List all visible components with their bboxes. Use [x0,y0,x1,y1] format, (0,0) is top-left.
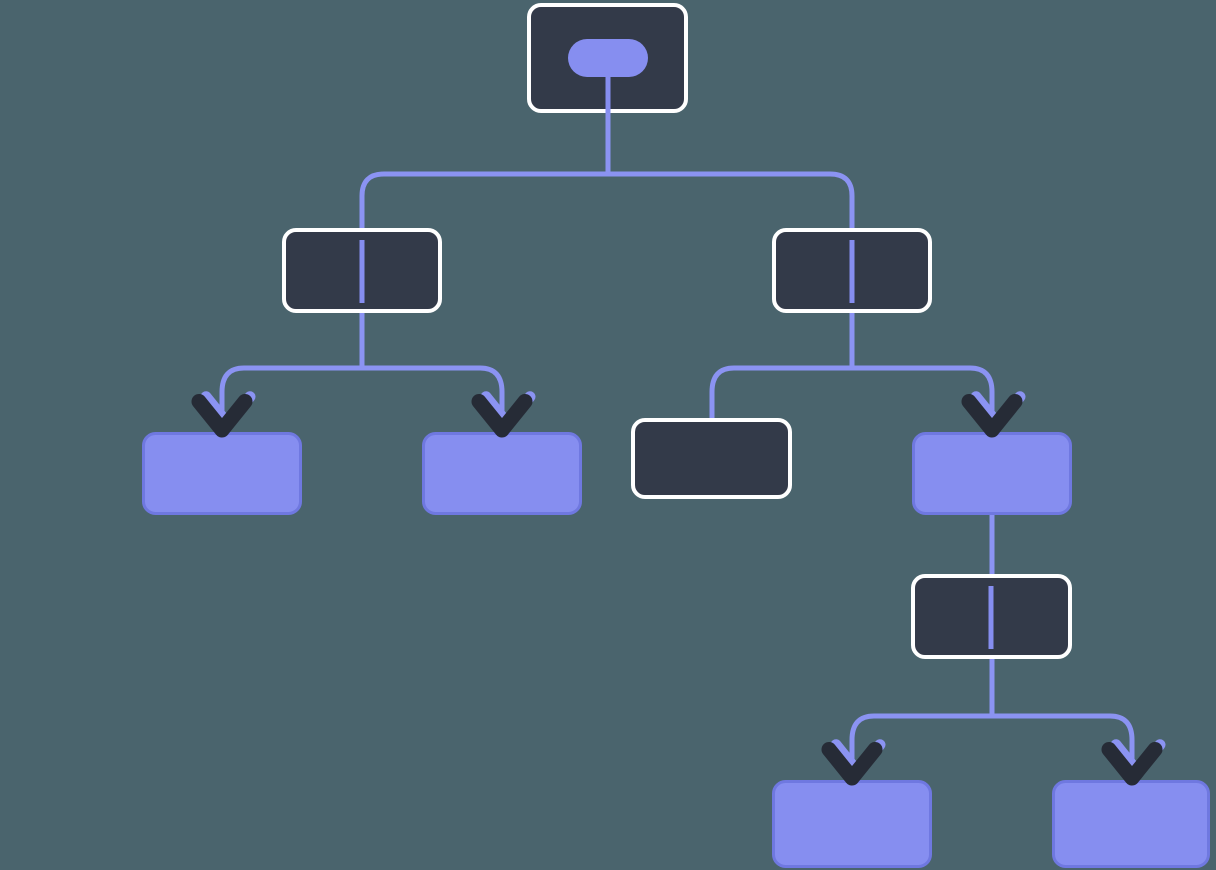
arrowhead-front-chevron-icon [821,741,883,786]
arrowhead-front-chevron-icon [1101,741,1163,786]
edge-right1-to-children [709,313,995,432]
level1-right-node[interactable] [772,228,932,313]
arrowhead-leaf-4 [1101,739,1166,786]
arrowhead-leaf-2 [471,391,536,438]
node-inner-pill-icon [568,39,648,77]
arrowhead-branch-purple [961,391,1026,438]
edge-root-to-level1 [359,113,855,228]
level1-left-node[interactable] [282,228,442,313]
arrowhead-leaf-1 [191,391,256,438]
root-node[interactable] [527,3,688,113]
edge-left1-to-leaves [219,313,505,432]
node-body [631,418,792,499]
level3-dark-node[interactable] [911,574,1072,659]
edge-level3-to-leaves [849,659,1135,780]
arrowhead-front-chevron-icon [471,393,533,438]
arrowhead-leaf-3 [821,739,886,786]
arrowhead-front-chevron-icon [191,393,253,438]
empty-dark-node[interactable] [631,418,792,499]
arrowhead-front-chevron-icon [961,393,1023,438]
